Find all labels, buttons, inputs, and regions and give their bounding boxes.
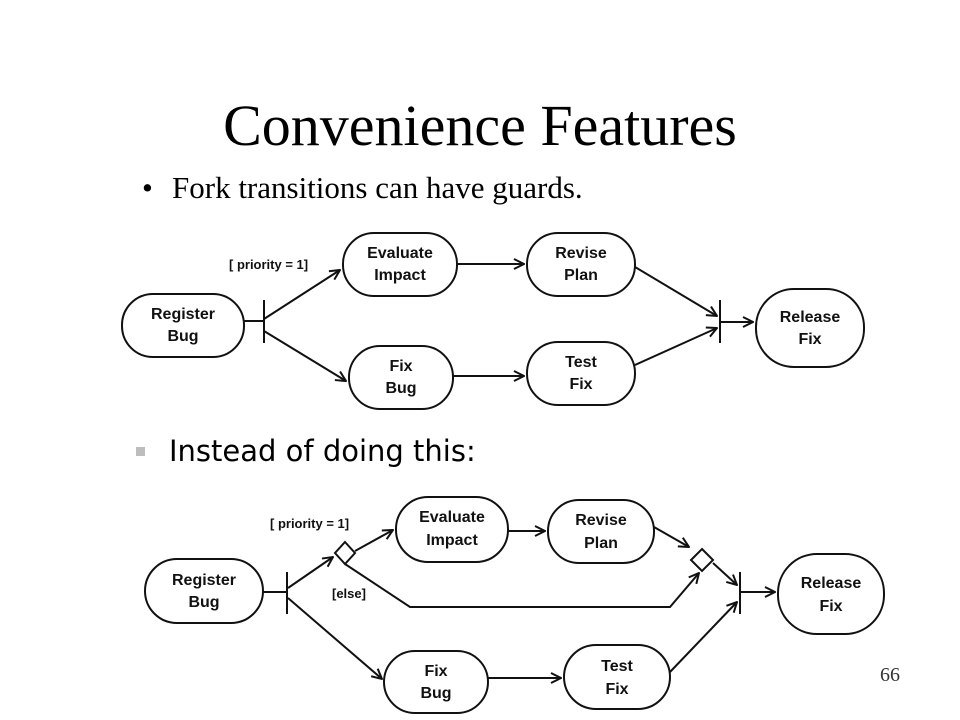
node-revise-plan: [526, 232, 636, 297]
node-label: Fix: [424, 663, 447, 680]
node-evaluate-impact: [342, 232, 458, 297]
node-fix-bug: [383, 650, 489, 714]
node-label: Fix: [605, 681, 628, 698]
node-evaluate-impact: [395, 496, 509, 563]
node-label: Evaluate: [419, 509, 485, 526]
node-label: Revise: [575, 512, 627, 529]
node-fix-bug: [348, 345, 454, 410]
node-label: Register: [172, 572, 236, 589]
edge-revise-to-join: [634, 266, 717, 316]
edge-fork-to-fix: [263, 330, 346, 381]
node-label: Evaluate: [367, 245, 433, 262]
node-label: Register: [151, 306, 215, 323]
edge-test-to-join: [669, 602, 737, 673]
edge-decision-else-to-merge: [344, 563, 699, 608]
bullet-fork-guards: • Fork transitions can have guards.: [142, 170, 583, 206]
bullet-marker: •: [142, 170, 153, 205]
node-label: Bug: [167, 328, 198, 345]
page-number: 66: [880, 664, 900, 686]
bullet-square-icon: [136, 446, 145, 456]
node-label: Bug: [420, 685, 451, 702]
node-label: Impact: [374, 267, 426, 284]
node-label: Plan: [584, 535, 618, 552]
edge-decision-to-evaluate: [354, 530, 393, 552]
edge-fork-to-decision: [287, 557, 333, 589]
node-label: Plan: [564, 267, 598, 284]
node-label: Test: [565, 354, 597, 371]
node-release-fix: [777, 553, 885, 635]
node-label: Test: [601, 658, 633, 675]
node-label: Release: [780, 309, 841, 326]
slide-title: Convenience Features: [223, 93, 737, 158]
node-test-fix: [526, 341, 636, 406]
diagram-fork-with-guards: [121, 232, 865, 410]
edge-fork-to-fix: [287, 597, 382, 679]
node-label: Fix: [819, 598, 842, 615]
node-register-bug: [121, 293, 245, 358]
node-register-bug: [144, 558, 264, 624]
node-label: Fix: [389, 358, 412, 375]
node-label: Release: [801, 575, 862, 592]
node-label: Impact: [426, 532, 478, 549]
edge-test-to-join: [634, 328, 717, 366]
node-label: Fix: [569, 376, 592, 393]
bullet-text: Fork transitions can have guards.: [172, 170, 583, 205]
node-label: Bug: [188, 594, 219, 611]
node-label: Revise: [555, 245, 607, 262]
edge-fork-to-evaluate: [263, 270, 340, 320]
edge-revise-to-merge: [653, 526, 689, 547]
diagram-decision-version: [144, 496, 885, 714]
decision-diamond: [333, 540, 357, 566]
bullet-instead: Instead of doing this:: [136, 434, 476, 468]
merge-diamond: [689, 547, 715, 573]
node-revise-plan: [547, 499, 655, 564]
node-label: Fix: [798, 331, 821, 348]
guard-label: [ priority = 1]: [270, 516, 349, 531]
node-test-fix: [563, 644, 671, 710]
guard-label: [ priority = 1]: [229, 257, 308, 272]
else-guard-label: [else]: [332, 586, 366, 601]
bullet-text: Instead of doing this:: [169, 434, 476, 468]
node-release-fix: [755, 288, 865, 368]
node-label: Bug: [385, 380, 416, 397]
edge-merge-to-join: [712, 562, 737, 585]
